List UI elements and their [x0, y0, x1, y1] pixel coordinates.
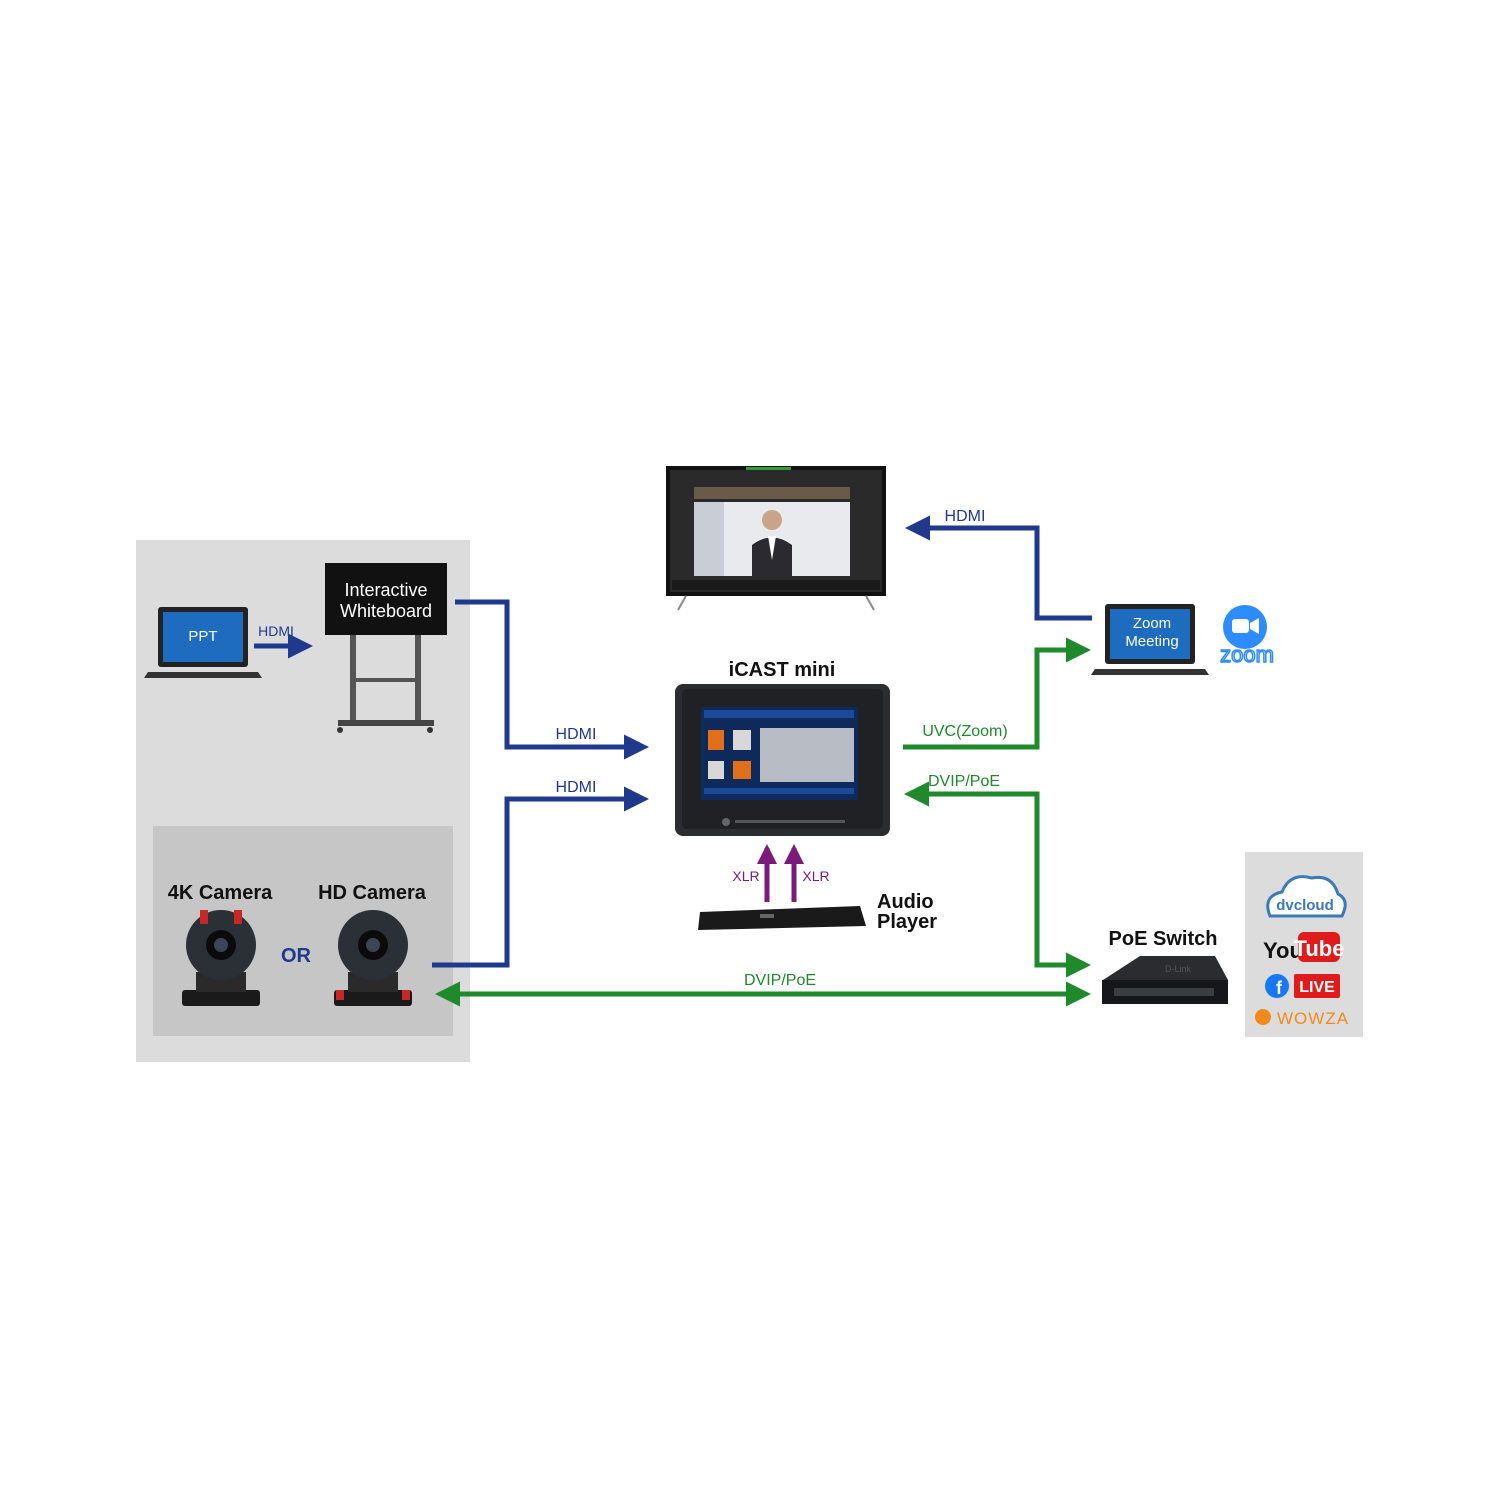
interactive-whiteboard: Interactive Whiteboard: [325, 563, 447, 733]
ppt-laptop: PPT: [144, 607, 262, 678]
tv-display: [666, 466, 886, 611]
switch-brand: D-Link: [1165, 964, 1192, 974]
zoom-meeting-line1: Zoom: [1133, 615, 1171, 632]
tv-hdmi-line: [905, 515, 1092, 621]
camera-hdmi-line: [432, 786, 649, 968]
audio-player-line2: Player: [877, 911, 937, 933]
zoom-logo: zoom: [1219, 605, 1275, 668]
zoom-meeting-line2: Meeting: [1125, 633, 1178, 650]
camera-4k-label: 4K Camera: [168, 882, 273, 904]
whiteboard-hdmi-line: [455, 599, 649, 760]
xlr-right-label: XLR: [802, 868, 829, 884]
dvcloud-logo: dvcloud: [1266, 875, 1347, 918]
zoom-logo-text: zoom: [1220, 642, 1274, 667]
zoom-laptop: Zoom Meeting: [1091, 604, 1209, 675]
audio-player-line1: Audio: [877, 891, 934, 913]
poe-switch-label: PoE Switch: [1109, 928, 1218, 950]
youtube-you: You: [1263, 938, 1303, 963]
facebook-f-icon: f: [1276, 978, 1283, 998]
tv-hdmi-label: HDMI: [945, 508, 986, 525]
youtube-tube: Tube: [1294, 936, 1345, 961]
whiteboard-label-line1: Interactive: [344, 580, 427, 600]
camera-hd: [334, 910, 412, 1006]
dvip-icast-label: DVIP/PoE: [928, 773, 1000, 790]
poe-switch: D-Link: [1102, 956, 1228, 1004]
camera-4k: [182, 910, 260, 1006]
uvc-zoom-line: [903, 637, 1091, 750]
dvip-camera-label: DVIP/PoE: [744, 972, 816, 989]
whiteboard-hdmi-label: HDMI: [556, 726, 597, 743]
camera-hd-label: HD Camera: [318, 882, 427, 904]
ppt-label: PPT: [188, 628, 217, 645]
youtube-logo: You Tube: [1263, 932, 1344, 963]
icast-mini-device: [675, 684, 890, 836]
facebook-live-text: LIVE: [1299, 979, 1335, 996]
audio-player: [698, 906, 866, 930]
wowza-text: WOWZA: [1277, 1009, 1349, 1028]
uvc-zoom-label: UVC(Zoom): [922, 723, 1007, 740]
dvcloud-text: dvcloud: [1276, 897, 1334, 914]
xlr-left-label: XLR: [732, 868, 759, 884]
wowza-logo: WOWZA: [1255, 1009, 1349, 1028]
camera-hdmi-label: HDMI: [556, 779, 597, 796]
dvip-icast-line: [904, 781, 1091, 978]
ppt-hdmi-label: HDMI: [258, 623, 294, 639]
whiteboard-label-line2: Whiteboard: [340, 601, 432, 621]
or-label: OR: [281, 945, 312, 967]
facebook-live-logo: f LIVE: [1265, 974, 1340, 998]
icast-title: iCAST mini: [729, 659, 836, 681]
